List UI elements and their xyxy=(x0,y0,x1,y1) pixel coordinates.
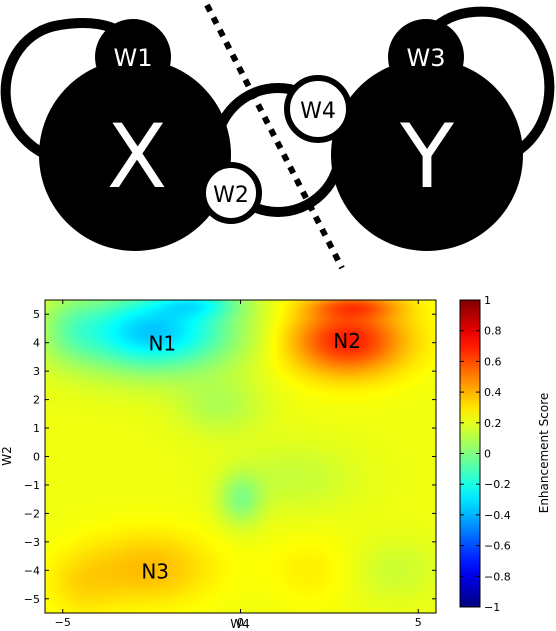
y-tick-label: 5 xyxy=(33,308,40,321)
network-diagram: X Y W1 W3 W2 W4 xyxy=(0,3,555,270)
y-tick-label: −2 xyxy=(24,507,40,520)
region-label-n3: N3 xyxy=(141,559,169,583)
colorbar: −1 −0.8 −0.6 −0.4 −0.2 0 0.2 0.4 0.6 0.8 1 Enhance… xyxy=(459,294,551,614)
weight-w1-circle xyxy=(95,19,171,95)
weight-w1-label: W1 xyxy=(114,44,153,72)
y-tick-label: 0 xyxy=(33,451,40,464)
colorbar-tick-label: −0.6 xyxy=(484,540,511,553)
x-tick-label: 0 xyxy=(237,616,244,629)
weight-w3-label: W3 xyxy=(407,44,446,72)
colorbar-tick-label: −0.8 xyxy=(484,570,511,583)
node-x xyxy=(39,59,231,251)
y-tick-label: −3 xyxy=(24,536,40,549)
colorbar-tick-label: −0.4 xyxy=(484,509,511,522)
y-axis-label: W2 xyxy=(0,446,14,466)
y-tick-label: −5 xyxy=(24,593,40,606)
node-y-label: Y xyxy=(399,105,454,208)
weight-w4-label: W4 xyxy=(300,99,336,124)
weight-w2-circle xyxy=(200,162,262,224)
y-tick-label: 4 xyxy=(33,337,40,350)
colorbar-label: Enhancement Score xyxy=(537,393,551,514)
y-tick-label: −4 xyxy=(24,564,40,577)
weight-w2-label: W2 xyxy=(213,183,249,208)
y-tick-label: −1 xyxy=(24,479,40,492)
region-label-n1: N1 xyxy=(148,332,176,356)
weight-w4-circle xyxy=(284,75,352,143)
heatmap-field xyxy=(45,300,436,613)
x-axis-label: W4 xyxy=(230,617,250,631)
x-tick-label: −5 xyxy=(55,616,71,629)
y-tick-label: 1 xyxy=(33,422,40,435)
x-tick-label: 5 xyxy=(415,616,422,629)
colorbar-tick-label: 0.4 xyxy=(484,386,502,399)
y-tick-label: 3 xyxy=(33,365,40,378)
colorbar-tick-label: −0.2 xyxy=(484,478,511,491)
colorbar-tick-label: 0.2 xyxy=(484,417,502,430)
colorbar-tick-label: 0 xyxy=(484,448,491,461)
y-tick-label: 2 xyxy=(33,394,40,407)
node-x-label: X xyxy=(107,105,167,208)
node-y xyxy=(331,59,523,251)
colorbar-tick-label: −1 xyxy=(484,601,500,614)
heatmap-image-holder xyxy=(45,300,436,613)
region-label-n2: N2 xyxy=(333,329,361,353)
colorbar-tick-label: 0.8 xyxy=(484,325,502,338)
colorbar-tick-label: 1 xyxy=(484,294,491,307)
colorbar-tick-label: 0.6 xyxy=(484,355,502,368)
weight-w3-circle xyxy=(388,19,464,95)
